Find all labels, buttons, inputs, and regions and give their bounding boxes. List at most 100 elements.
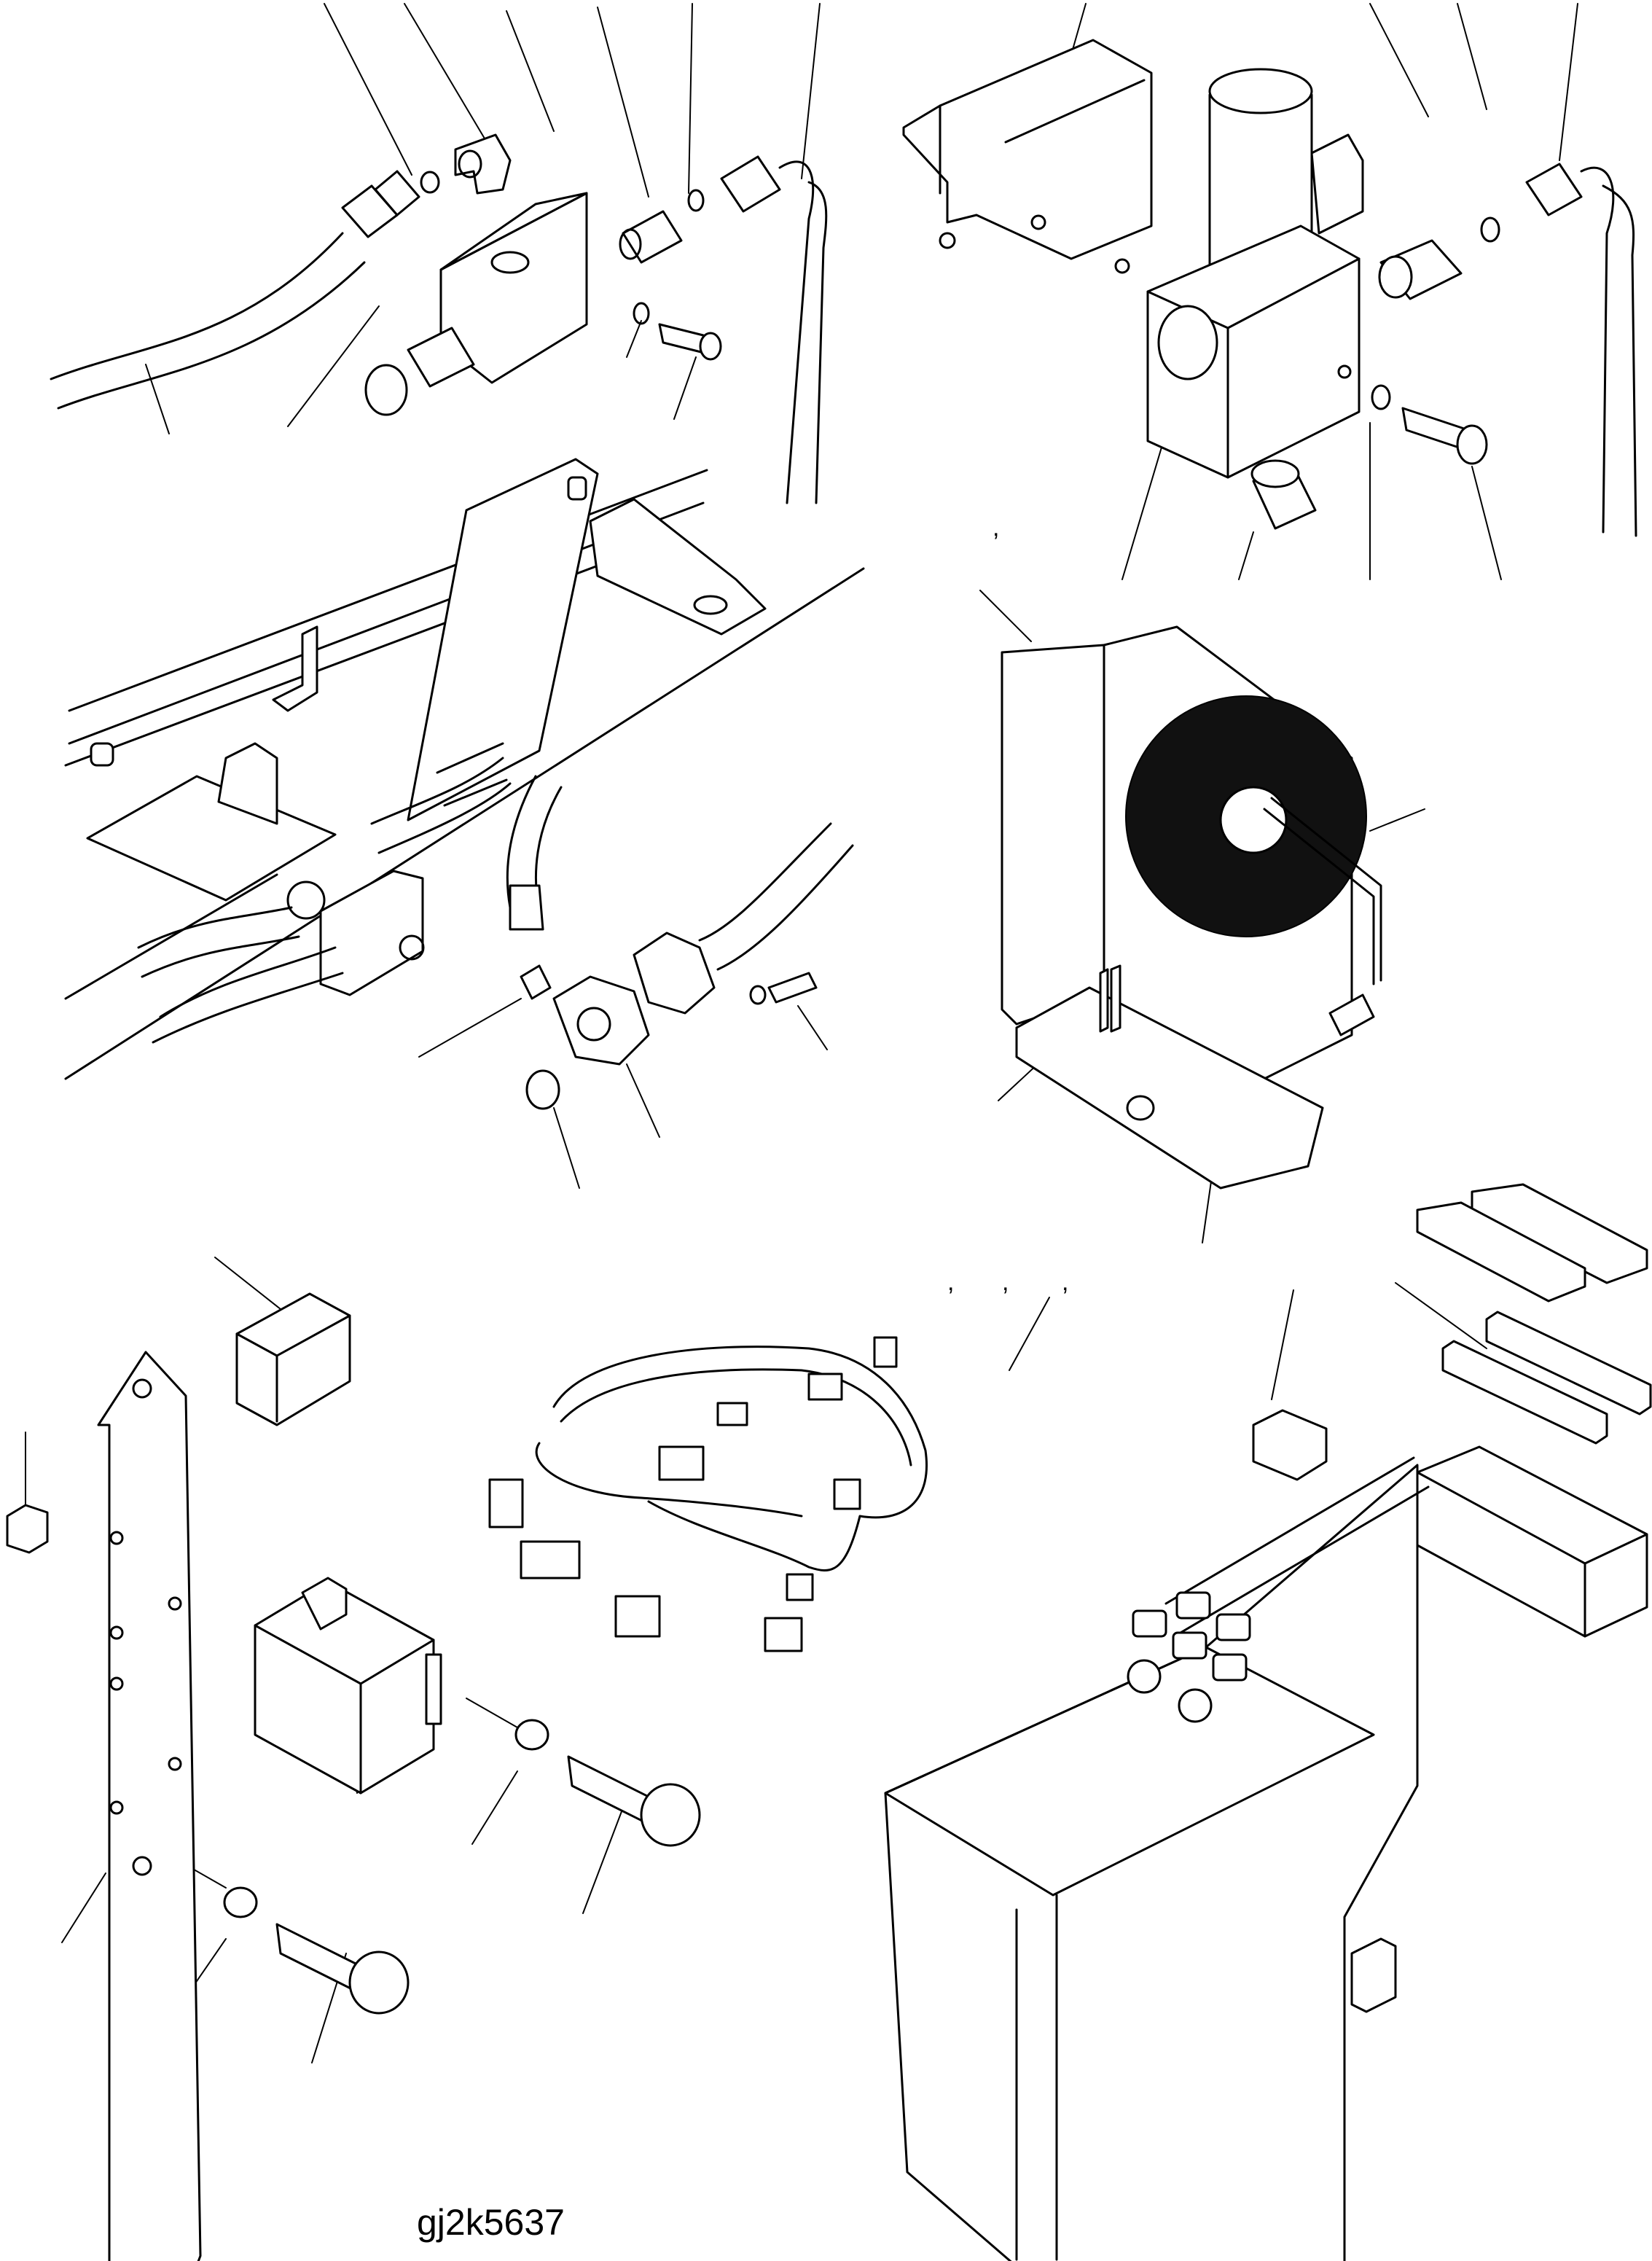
fan-motor-line xyxy=(1263,797,1382,985)
chassis-frame xyxy=(64,458,865,1080)
leader-line xyxy=(626,1063,660,1138)
valve-block-top xyxy=(439,192,588,271)
solenoid-connector xyxy=(1310,133,1364,235)
frame-rail-lower xyxy=(64,567,865,1080)
panel-switch xyxy=(1212,1653,1248,1682)
leader-line xyxy=(471,1770,518,1845)
valve-spool xyxy=(407,327,475,388)
leader-line xyxy=(145,364,170,434)
switch-console xyxy=(884,1183,1652,2261)
callout-mark: , xyxy=(993,514,999,542)
controller-group xyxy=(6,1257,701,2261)
cooler-side-panel xyxy=(1001,644,1105,1026)
harness-connector xyxy=(873,1336,898,1368)
terminal-strip xyxy=(1441,1340,1608,1445)
hose-nut xyxy=(374,170,420,216)
leader-line xyxy=(1369,808,1425,832)
drain-plug xyxy=(1099,968,1109,1033)
leader-line xyxy=(597,7,649,198)
elbow-port xyxy=(458,149,482,179)
bracket-hole xyxy=(939,232,956,249)
frame-gusset xyxy=(589,498,767,636)
washer xyxy=(223,1886,258,1918)
flange-half xyxy=(633,932,716,1015)
panel-switch xyxy=(1175,1591,1211,1620)
harness-connector xyxy=(658,1445,705,1481)
fan-hub xyxy=(1219,786,1288,854)
washer xyxy=(1371,384,1391,410)
harness-loom xyxy=(560,1368,912,1467)
relay xyxy=(235,1292,351,1426)
bolt-head xyxy=(348,1950,410,2015)
pump-mount-plate xyxy=(86,775,337,902)
hex-nut xyxy=(6,1504,49,1554)
flange-assembly xyxy=(418,775,854,1189)
hydraulic-hose xyxy=(50,232,366,410)
hydraulic-hose xyxy=(1580,166,1637,537)
frame-spacer xyxy=(567,476,587,501)
connector-base xyxy=(1416,1445,1648,1638)
panel-knob xyxy=(1127,1659,1162,1694)
hydraulic-hose xyxy=(778,160,828,504)
o-ring xyxy=(420,171,440,194)
harness-connector xyxy=(488,1478,524,1528)
controller-tab xyxy=(301,1577,348,1631)
solenoid-cap xyxy=(1208,68,1313,114)
plate-hole xyxy=(168,1757,182,1771)
hose-segment xyxy=(698,822,854,971)
panel-switch xyxy=(1132,1609,1167,1638)
leader-line xyxy=(1471,466,1502,580)
leader-line xyxy=(801,3,821,179)
leader-line xyxy=(582,1807,624,1914)
pump-hose xyxy=(152,946,344,1044)
harness-connector xyxy=(716,1402,748,1426)
leader-line xyxy=(1395,1282,1487,1349)
terminal-strip xyxy=(1485,1311,1652,1415)
valve-body-hole xyxy=(1337,364,1352,379)
swivel-nut xyxy=(720,155,781,213)
leader-line xyxy=(287,305,380,427)
bolt-head xyxy=(1456,424,1488,465)
leader-line xyxy=(324,3,412,176)
harness-loom xyxy=(535,1346,928,1572)
electric-connector xyxy=(1328,993,1375,1036)
leader-line xyxy=(1457,3,1487,110)
frame-upright xyxy=(407,458,599,821)
plate-hole xyxy=(132,1856,152,1876)
gusset-hole xyxy=(693,595,728,615)
connector-base-edge xyxy=(1416,1471,1648,1638)
plate-hole xyxy=(168,1596,182,1611)
panel-knob xyxy=(1178,1688,1213,1723)
harness-connector xyxy=(614,1595,661,1638)
valve-port xyxy=(490,251,530,274)
leader-line xyxy=(979,590,1032,642)
pump-hose xyxy=(137,906,300,978)
wire-harness: , , , xyxy=(488,1268,1068,1652)
washer xyxy=(514,1719,549,1751)
leader-line xyxy=(1238,531,1254,580)
drawing-number: gj2k5637 xyxy=(417,2202,565,2243)
pump-port xyxy=(399,934,425,961)
flange-bore xyxy=(576,1007,611,1042)
frame-spacer xyxy=(90,742,114,767)
console-top xyxy=(884,1646,1375,2261)
solenoid-valve-assembly xyxy=(902,3,1637,580)
controller-terminal xyxy=(425,1653,442,1725)
bracket-hole xyxy=(1030,214,1046,230)
leader-line xyxy=(506,10,555,132)
plate-hole xyxy=(132,1378,152,1399)
o-ring xyxy=(525,1069,560,1110)
harness-connector xyxy=(833,1478,861,1510)
valve-block-assembly-left xyxy=(50,3,828,504)
leader-line xyxy=(466,1698,518,1728)
fitting-port xyxy=(619,228,642,260)
harness-connector xyxy=(520,1540,581,1579)
leader-line xyxy=(1559,3,1578,161)
elbow-fitting xyxy=(454,133,512,195)
leader-line xyxy=(688,3,693,194)
leader-line xyxy=(1369,3,1429,117)
pump-mount-ear xyxy=(217,742,278,825)
panel-switch xyxy=(1215,1613,1251,1641)
bolt-head xyxy=(640,1783,701,1847)
